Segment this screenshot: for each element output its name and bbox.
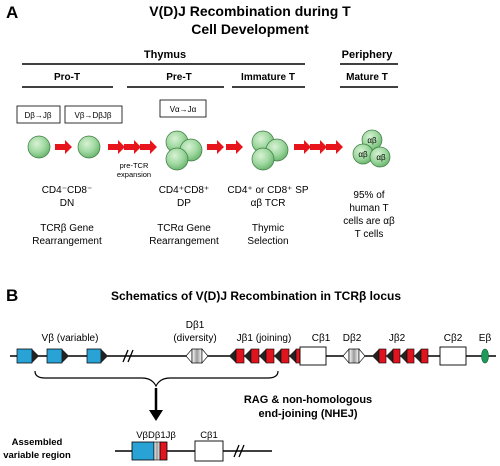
label-eb: Eβ: [479, 333, 492, 344]
sp-tcr: αβ TCR: [251, 198, 286, 209]
thymus-label: Thymus: [144, 49, 186, 61]
periphery-label: Periphery: [342, 49, 394, 61]
arrow-6: [226, 140, 243, 154]
cell-pro-t-2: [77, 135, 101, 159]
c-segment-2: [439, 346, 467, 366]
stage-pre-t: Pre-T: [166, 72, 192, 83]
panel-b-letter: B: [6, 286, 18, 305]
cell-pro-t-1: [27, 135, 51, 159]
v-segments: [16, 348, 108, 364]
assembled-c-segment: [194, 440, 224, 462]
stage-pro-t: Pro-T: [54, 72, 80, 83]
box-v-to-dj-label: Vβ→DβJβ: [75, 111, 112, 120]
mature-cell-ab-1: αβ: [367, 136, 377, 145]
dn-phenotype: CD4⁻CD8⁻: [42, 185, 93, 196]
cell-cluster-immature-t: [251, 130, 289, 171]
cell-cluster-mature-t: [352, 129, 391, 168]
assembled-vdj-segment: [131, 441, 168, 461]
locus-break: [122, 349, 134, 363]
mature-cell-ab-2: αβ: [358, 150, 368, 159]
arrow-8: [310, 140, 327, 154]
j2-segments: [372, 348, 429, 364]
label-db2: Dβ2: [343, 333, 362, 344]
mature-note-line2: human T: [349, 203, 388, 214]
assembled-label-line2: variable region: [3, 450, 71, 461]
rag-label-line1: RAG & non-homologous: [244, 394, 372, 406]
enhancer-eb: [481, 348, 489, 364]
pre-tcr-line1: pre-TCR: [120, 161, 149, 170]
tcra-rearrangement-line2: Rearrangement: [149, 236, 219, 247]
dp-phenotype: CD4⁺CD8⁺: [159, 185, 210, 196]
cell-cluster-pre-t: [165, 130, 203, 171]
arrow-5: [207, 140, 224, 154]
label-vb: Vβ (variable): [42, 333, 99, 344]
thymic-selection-line2: Selection: [247, 236, 288, 247]
dp-label: DP: [177, 198, 191, 209]
panel-a-title-line2: Cell Development: [191, 21, 309, 37]
progression-arrows: [55, 140, 343, 154]
dn-label: DN: [60, 198, 74, 209]
pre-tcr-line2: expansion: [117, 170, 151, 179]
mature-note-line3: cells are αβ: [343, 216, 395, 227]
panel-b-title: Schematics of V(D)J Recombination in TCR…: [111, 289, 401, 303]
stage-mature-t: Mature T: [346, 72, 388, 83]
box-d-to-j-label: Dβ→Jβ: [25, 111, 52, 120]
mature-note-line4: T cells: [355, 229, 384, 240]
d-segment-2: [342, 348, 366, 364]
assembled-break: [233, 444, 245, 458]
label-cb1: Cβ1: [312, 333, 331, 344]
box-va-to-ja: [159, 99, 207, 118]
mature-cell-ab-3: αβ: [376, 153, 386, 162]
arrow-2: [108, 140, 125, 154]
arrow-7: [294, 140, 311, 154]
box-v-to-dj: [64, 105, 123, 124]
label-db1: Dβ1: [186, 320, 205, 331]
label-jb1: Jβ1 (joining): [237, 333, 292, 344]
mature-note-line1: 95% of: [353, 190, 384, 201]
box-d-to-j: [16, 105, 61, 124]
panel-a-title-line1: V(D)J Recombination during T: [149, 3, 351, 19]
box-va-to-ja-label: Vα→Jα: [170, 105, 197, 114]
assembled-label-line1: Assembled: [12, 437, 63, 448]
tcrb-rearrangement-line1: TCRβ Gene: [40, 223, 94, 234]
tcra-rearrangement-line1: TCRα Gene: [157, 223, 211, 234]
arrow-9: [326, 140, 343, 154]
panel-a-letter: A: [6, 3, 18, 22]
label-db1-sub: (diversity): [173, 333, 216, 344]
stage-immature-t: Immature T: [241, 72, 295, 83]
arrow-3: [124, 140, 141, 154]
c-segment-1: [299, 346, 327, 366]
label-jb2: Jβ2: [389, 333, 406, 344]
recombination-arrow-head: [149, 410, 163, 421]
sp-phenotype: CD4⁺ or CD8⁺ SP: [227, 185, 308, 196]
tcrb-rearrangement-line2: Rearrangement: [32, 236, 102, 247]
recombination-brace: [34, 370, 279, 388]
label-cb2: Cβ2: [444, 333, 463, 344]
d-segment-1: [185, 348, 209, 364]
rag-label-line2: end-joining (NHEJ): [259, 408, 358, 420]
assembled-vdj-label: VβDβ1Jβ: [136, 430, 176, 441]
arrow-1: [55, 140, 72, 154]
arrow-4: [140, 140, 157, 154]
thymic-selection-line1: Thymic: [252, 223, 284, 234]
assembled-c-label: Cβ1: [200, 430, 218, 441]
